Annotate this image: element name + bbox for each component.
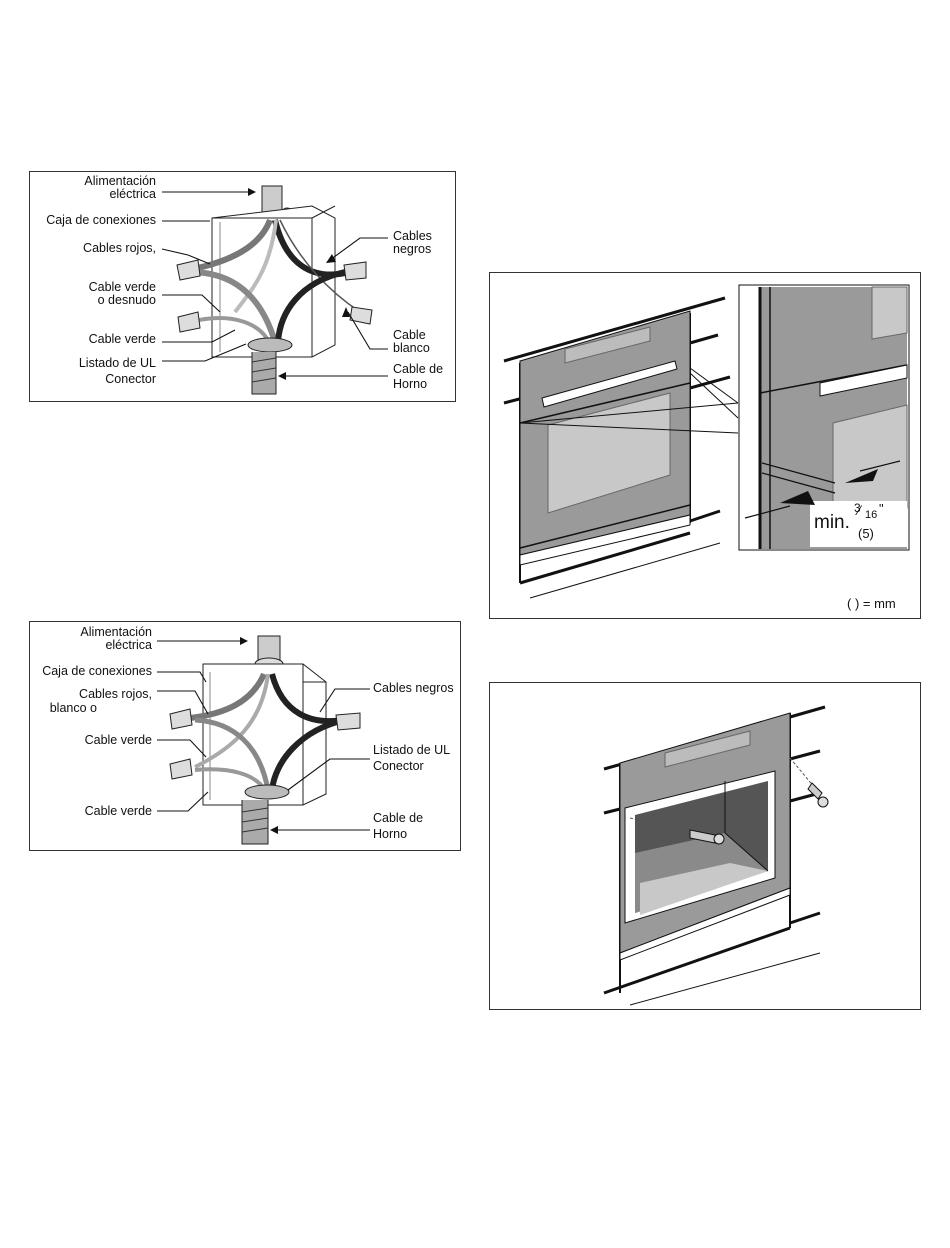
oven-display-4 xyxy=(664,730,751,768)
arrowheads-1 xyxy=(248,188,350,380)
wiring-diagram-2-drawing xyxy=(157,635,370,845)
screw-front xyxy=(629,817,725,845)
inch-mark: " xyxy=(879,501,884,516)
fraction-slash: ⁄ xyxy=(858,502,861,518)
label-green-wire-1: Cable verde xyxy=(88,332,156,346)
wire-nut-2a xyxy=(169,708,193,730)
gap-dimension-lines xyxy=(744,460,901,519)
oven-handle xyxy=(541,360,678,408)
min-label: min. xyxy=(814,512,850,533)
label-red-wires-1: Cables rojos, xyxy=(83,241,156,255)
oven-screw-drawing xyxy=(603,705,829,1006)
arrowheads-2 xyxy=(240,637,278,834)
oven-screw-diagram xyxy=(489,682,921,1010)
leader-lines-1 xyxy=(161,191,388,377)
oven-gap-diagram: min. 3 ⁄ 16 " (5) ( ) = mm xyxy=(489,272,921,619)
label-black-wires-2: Cables negros xyxy=(373,681,454,695)
label-red-wires-2: Cables rojos,blanco o xyxy=(49,687,152,715)
ul-connector xyxy=(247,337,293,353)
wire-nut-left-top xyxy=(176,259,201,281)
leader-lines-2 xyxy=(157,640,370,831)
wiring-diagram-1-drawing xyxy=(161,185,388,395)
zoom-handle xyxy=(819,364,908,397)
oven-cable-2 xyxy=(241,800,269,845)
wire-nut-right xyxy=(343,261,367,281)
label-junction-box-2: Caja de conexiones xyxy=(42,664,152,678)
black-wire-lower xyxy=(275,269,346,343)
oven-glass xyxy=(547,392,671,514)
zoom-projection-lines xyxy=(519,367,739,434)
oven-gap-drawing xyxy=(503,284,910,599)
unit-note: ( ) = mm xyxy=(847,596,896,611)
fraction-denominator: 16 xyxy=(865,509,878,521)
fraction-numerator: 3 xyxy=(854,501,861,515)
wire-nut-2c xyxy=(335,712,361,731)
gap-arrow-right xyxy=(845,469,878,483)
label-green-wire-2a: Cable verde xyxy=(84,733,152,747)
wire-nut-2b xyxy=(169,758,193,780)
junction-box xyxy=(211,205,336,358)
red-wire-lower-2 xyxy=(194,717,271,791)
bare-wire xyxy=(233,219,278,314)
red-wire-left xyxy=(187,218,273,273)
red-wire-lower xyxy=(189,269,278,343)
label-green-wire-2b: Cable verde xyxy=(84,804,152,818)
screw-side xyxy=(789,757,829,808)
dimension-label-bg xyxy=(810,501,907,547)
ul-connector-2 xyxy=(244,784,290,800)
black-wire-lower-2 xyxy=(269,717,346,791)
label-junction-box-1: Caja de conexiones xyxy=(46,213,156,227)
white-wire xyxy=(279,219,361,313)
white-wire-2 xyxy=(194,673,270,769)
red-wire-2 xyxy=(189,672,267,721)
gap-arrow-left xyxy=(780,491,815,505)
wire-nut-left-bottom xyxy=(177,311,201,333)
mm-value: (5) xyxy=(858,526,874,541)
oven-display xyxy=(564,326,651,364)
oven-cable xyxy=(251,352,277,395)
